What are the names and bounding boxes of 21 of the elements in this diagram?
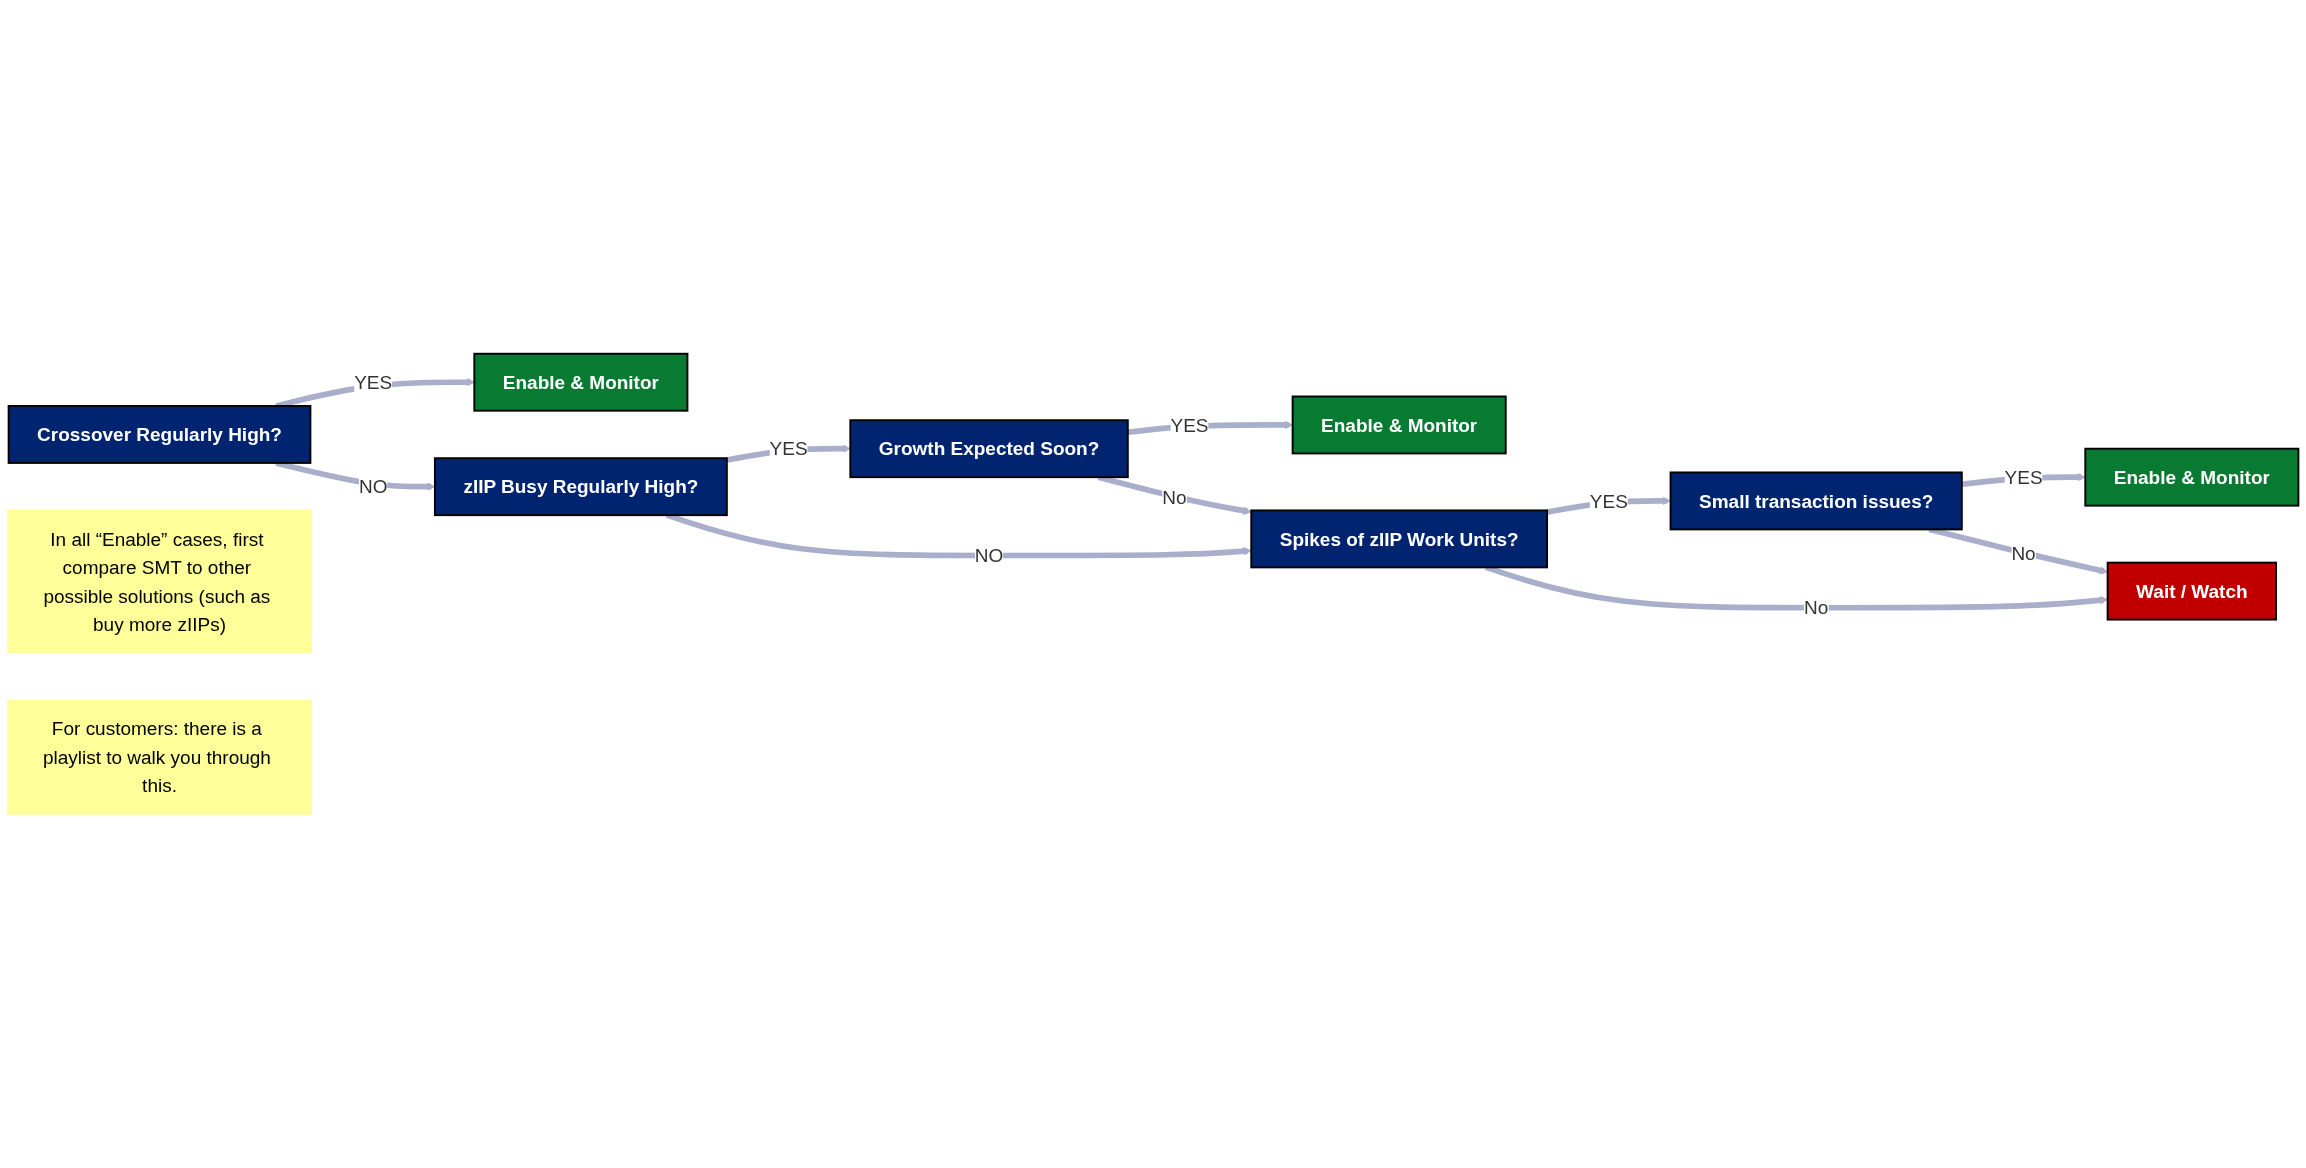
edge-label: YES (769, 438, 808, 460)
edge-label: NO (974, 545, 1004, 566)
node-box: Wait / Watch (2106, 561, 2277, 621)
node-box: Enable & Monitor (2084, 447, 2300, 507)
node-box: Enable & Monitor (473, 352, 689, 412)
edge-label: YES (354, 371, 393, 393)
edge-label: No (2011, 542, 2036, 564)
edge-label: YES (1589, 490, 1628, 512)
node-box: Enable & Monitor (1291, 395, 1507, 455)
edge-label: YES (1170, 414, 1209, 436)
node-box: Crossover Regularly High? (7, 405, 312, 464)
edge-label: NO (358, 476, 388, 498)
edge-label: YES (2004, 466, 2043, 488)
node-box: Small transaction issues? (1669, 471, 1963, 531)
node-box: Spikes of zIIP Work Units? (1250, 509, 1549, 569)
node-box: zIIP Busy Regularly High? (433, 457, 728, 517)
node-box: Growth Expected Soon? (849, 419, 1129, 479)
node-box: For customers: there is a playlist to walk you through this. (7, 699, 312, 815)
node-box: In all “Enable” cases, first compare SMT to other possible solutions (such as buy more zIIPs) (7, 509, 312, 654)
edge-label: No (1162, 486, 1187, 508)
edge-label: No (1804, 597, 1829, 619)
